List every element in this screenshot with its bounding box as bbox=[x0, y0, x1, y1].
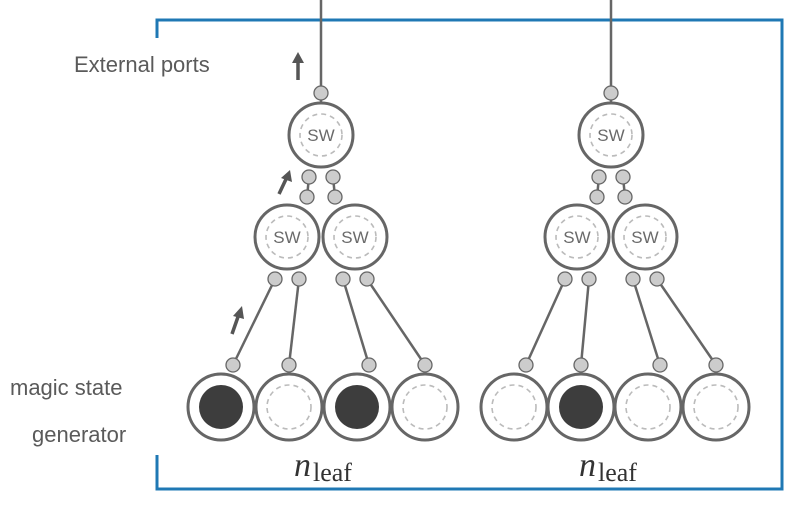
up-arrow-icon bbox=[292, 52, 304, 80]
switch-label: SW bbox=[563, 228, 590, 247]
generator-empty-core bbox=[625, 384, 671, 430]
port-node bbox=[603, 85, 619, 101]
connection-wire bbox=[287, 278, 301, 366]
magic-state-generator bbox=[613, 372, 683, 442]
port-node bbox=[335, 271, 351, 287]
connection-wire bbox=[524, 278, 567, 366]
port-node bbox=[708, 357, 724, 373]
switch-inner-ring bbox=[555, 215, 599, 259]
switch-label: SW bbox=[597, 126, 624, 145]
port-node bbox=[589, 189, 605, 205]
magic-state-generator bbox=[479, 372, 549, 442]
generator-filled-core bbox=[199, 385, 243, 429]
port-node bbox=[557, 271, 573, 287]
connection-wire bbox=[365, 278, 427, 366]
generator-empty-core bbox=[693, 384, 739, 430]
switch-inner-ring bbox=[623, 215, 667, 259]
switch-node bbox=[543, 203, 611, 271]
switch-inner-ring bbox=[589, 113, 633, 157]
port-node bbox=[581, 271, 597, 287]
switch-node bbox=[253, 203, 321, 271]
port-node bbox=[361, 357, 377, 373]
up-arrow-icon bbox=[230, 306, 244, 335]
switch-node bbox=[577, 101, 645, 169]
magic-state-generator bbox=[390, 372, 460, 442]
port-node bbox=[617, 189, 633, 205]
connection-wire bbox=[341, 278, 371, 366]
port-node bbox=[325, 169, 341, 185]
port-node bbox=[281, 357, 297, 373]
generator-filled-core bbox=[559, 385, 603, 429]
generator-filled-core bbox=[335, 385, 379, 429]
port-node bbox=[573, 357, 589, 373]
port-node bbox=[313, 85, 329, 101]
port-node bbox=[359, 271, 375, 287]
generator-empty-core bbox=[402, 384, 448, 430]
module-boundary bbox=[155, 18, 784, 491]
port-node bbox=[615, 169, 631, 185]
generator-label: generator bbox=[32, 422, 126, 447]
port-node bbox=[327, 189, 343, 205]
port-node bbox=[591, 169, 607, 185]
switch-node bbox=[321, 203, 389, 271]
svg-text:leaf: leaf bbox=[598, 458, 637, 487]
svg-text:n: n bbox=[579, 447, 596, 484]
connection-wire bbox=[579, 278, 591, 366]
port-node bbox=[225, 357, 241, 373]
generator-empty-core bbox=[491, 384, 537, 430]
port-node bbox=[649, 271, 665, 287]
switch-tree-left: SW SW SW bbox=[186, 0, 460, 442]
magic-state-generator bbox=[254, 372, 324, 442]
svg-text:n: n bbox=[294, 447, 311, 484]
connection-wire bbox=[231, 278, 277, 366]
magic-state-generator bbox=[681, 372, 751, 442]
port-node bbox=[291, 271, 307, 287]
switch-label: SW bbox=[631, 228, 658, 247]
port-node bbox=[652, 357, 668, 373]
n-leaf-label-right: n leaf bbox=[579, 447, 637, 487]
svg-text:leaf: leaf bbox=[313, 458, 352, 487]
n-leaf-label-left: n leaf bbox=[294, 447, 352, 487]
switch-node bbox=[611, 203, 679, 271]
port-node bbox=[518, 357, 534, 373]
switch-inner-ring bbox=[265, 215, 309, 259]
switch-label: SW bbox=[273, 228, 300, 247]
port-node bbox=[417, 357, 433, 373]
port-node bbox=[301, 169, 317, 185]
connection-wire bbox=[655, 278, 718, 366]
port-node bbox=[625, 271, 641, 287]
generator-empty-core bbox=[266, 384, 312, 430]
port-node bbox=[267, 271, 283, 287]
switch-node bbox=[287, 101, 355, 169]
magic-state-label: magic state bbox=[10, 375, 123, 400]
port-node bbox=[299, 189, 315, 205]
external-ports-label: External ports bbox=[74, 52, 210, 77]
switch-inner-ring bbox=[333, 215, 377, 259]
up-arrow-icon bbox=[277, 170, 292, 195]
switch-label: SW bbox=[341, 228, 368, 247]
connection-wire bbox=[631, 278, 662, 366]
switch-tree-right: SW SW SW bbox=[479, 0, 751, 442]
switch-inner-ring bbox=[299, 113, 343, 157]
switch-label: SW bbox=[307, 126, 334, 145]
